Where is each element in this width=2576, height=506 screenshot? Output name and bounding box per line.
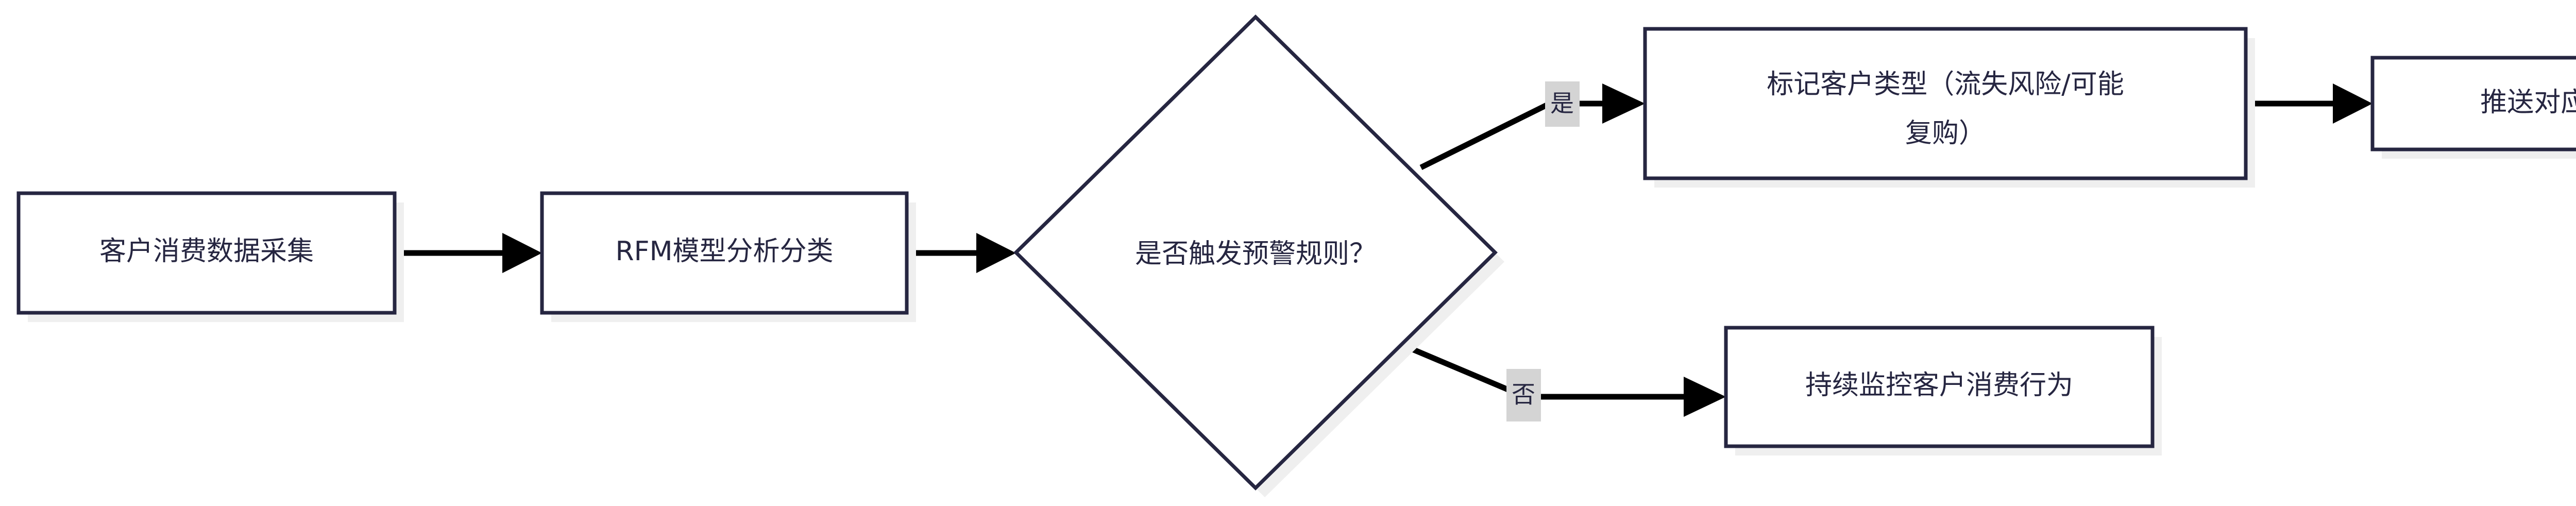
- node-push-matching-strategy[interactable]: 推送对应策略（挽回/复购激励）: [2370, 56, 2576, 151]
- edge-decision-yes: [1419, 83, 1645, 170]
- node-rfm-model-analysis-label: RFM模型分析分类: [616, 236, 834, 267]
- node-collect-consumption-data-label: 客户消费数据采集: [99, 236, 314, 267]
- node-continuous-monitoring-label: 持续监控客户消费行为: [1805, 370, 2073, 401]
- edge-tag-to-push: [2246, 83, 2372, 124]
- node-rfm-model-analysis[interactable]: RFM模型分析分类: [540, 191, 909, 315]
- node-trigger-alert-rule-decision[interactable]: 是否触发预警规则？: [1013, 14, 1498, 491]
- node-continuous-monitoring[interactable]: 持续监控客户消费行为: [1724, 326, 2155, 448]
- node-trigger-alert-rule-decision-label: 是否触发预警规则？: [1135, 239, 1376, 269]
- node-push-matching-strategy-label: 推送对应策略（挽回/复购激励）: [2480, 87, 2576, 118]
- edge-rfm-to-decision: [907, 233, 1016, 273]
- edge-decision-no: [1411, 346, 1726, 417]
- edge-label-layer: 是 否: [1506, 81, 1580, 421]
- edge-label-yes: 是: [1545, 81, 1580, 127]
- node-tag-customer-type-label-line1: 标记客户类型（流失风险/可能: [1767, 69, 2124, 100]
- edge-label-yes-text: 是: [1550, 90, 1574, 117]
- node-layer: 客户消费数据采集 RFM模型分析分类 是否触发预警规则？ 标记客户类型（流失风险…: [16, 14, 2576, 491]
- edge-label-no: 否: [1506, 369, 1541, 421]
- node-collect-consumption-data[interactable]: 客户消费数据采集: [16, 191, 397, 315]
- node-tag-customer-type[interactable]: 标记客户类型（流失风险/可能 复购）: [1643, 27, 2248, 180]
- node-tag-customer-type-label-line2: 复购）: [1905, 118, 1986, 149]
- edge-collect-to-rfm: [395, 233, 542, 273]
- edge-label-no-text: 否: [1512, 381, 1535, 409]
